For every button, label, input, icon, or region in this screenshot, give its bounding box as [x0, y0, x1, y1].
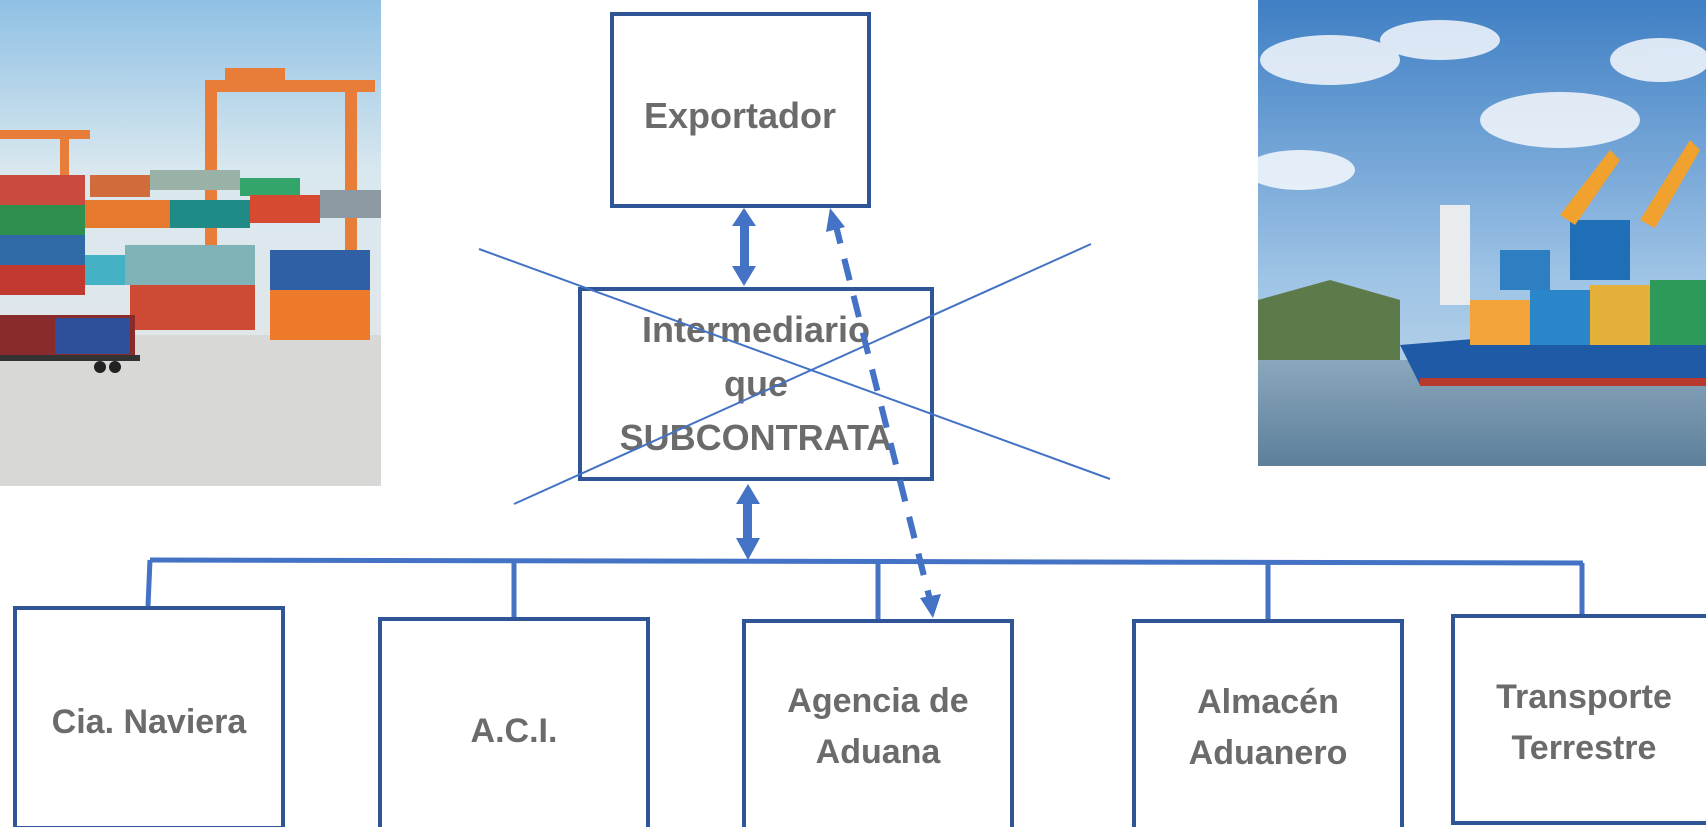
aci-node: A.C.I. — [378, 617, 650, 827]
bus-line — [149, 557, 1584, 566]
almacen-aduanero-node: Almacén Aduanero — [1132, 619, 1404, 827]
top-double-arrow-icon — [732, 208, 756, 286]
drop-line-cia-naviera — [145, 559, 153, 607]
cia-naviera-label: Cia. Naviera — [52, 703, 248, 741]
intermediario-label-line-2: que — [724, 363, 788, 404]
agencia-label-line-1: Agencia de — [787, 682, 968, 720]
transporte-label-line-2: Terrestre — [1512, 729, 1657, 767]
agencia-label-line-2: Aduana — [816, 733, 942, 771]
arrows — [732, 208, 941, 618]
transporte-label-line-1: Transporte — [1496, 678, 1672, 716]
exportador-label: Exportador — [644, 95, 836, 136]
almacen-label-line-1: Almacén — [1197, 683, 1339, 721]
cia-naviera-node: Cia. Naviera — [13, 606, 285, 827]
dashed-link-overlay — [832, 221, 933, 601]
aci-label: A.C.I. — [471, 712, 558, 750]
intermediario-label-line-3: SUBCONTRATA — [620, 417, 893, 458]
bottom-double-arrow-icon — [736, 484, 760, 560]
almacen-label-line-2: Aduanero — [1189, 734, 1348, 772]
intermediario-label-line-1: Intermediario — [642, 309, 870, 350]
dashed-arrowhead-down-icon — [920, 594, 941, 618]
transporte-terrestre-node: Transporte Terrestre — [1451, 614, 1706, 825]
agencia-de-aduana-node: Agencia de Aduana — [742, 619, 1014, 827]
container-yard-photo — [0, 0, 381, 486]
cross-out-mark — [478, 243, 1111, 505]
exportador-node: Exportador — [610, 12, 871, 208]
container-ship-photo — [1245, 0, 1706, 466]
dashed-arrowhead-up-icon — [826, 208, 845, 232]
